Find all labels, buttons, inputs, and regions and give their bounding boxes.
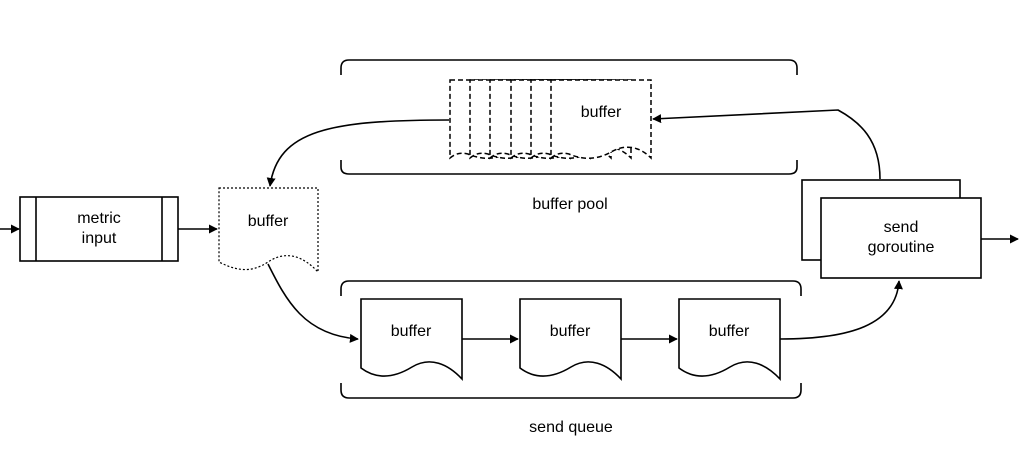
arrow-queue-to-goroutine <box>779 280 903 340</box>
send-goroutine-box: send goroutine <box>801 179 982 279</box>
staging-buffer-document: buffer <box>218 187 319 274</box>
send-queue-caption: send queue <box>529 419 613 436</box>
buffer-pool-caption: buffer pool <box>532 196 607 213</box>
queued-buffer-2-label: buffer <box>550 323 591 340</box>
staging-buffer-label: buffer <box>248 213 289 230</box>
queued-buffer-3-label: buffer <box>709 323 750 340</box>
arrow-buffer-to-queue <box>267 263 359 343</box>
send-goroutine-label-line2: goroutine <box>868 239 935 256</box>
buffer-pool-bracket <box>340 59 798 175</box>
metric-input-label-line2: input <box>82 230 117 247</box>
send-queue-bracket <box>340 280 802 399</box>
pool-buffer-label: buffer <box>581 104 622 121</box>
arrow-pool-to-buffer <box>266 119 450 187</box>
metric-input-box: metric input <box>19 196 179 262</box>
arrow-goroutine-to-pool <box>652 109 881 180</box>
queued-buffer-1: buffer <box>360 298 463 382</box>
queued-buffer-2: buffer <box>519 298 622 382</box>
metric-input-label-line1: metric <box>77 210 121 227</box>
pooled-buffer-stack <box>449 79 652 160</box>
queued-buffer-3: buffer <box>678 298 781 382</box>
queued-buffer-1-label: buffer <box>391 323 432 340</box>
send-goroutine-label-line1: send <box>884 219 919 236</box>
